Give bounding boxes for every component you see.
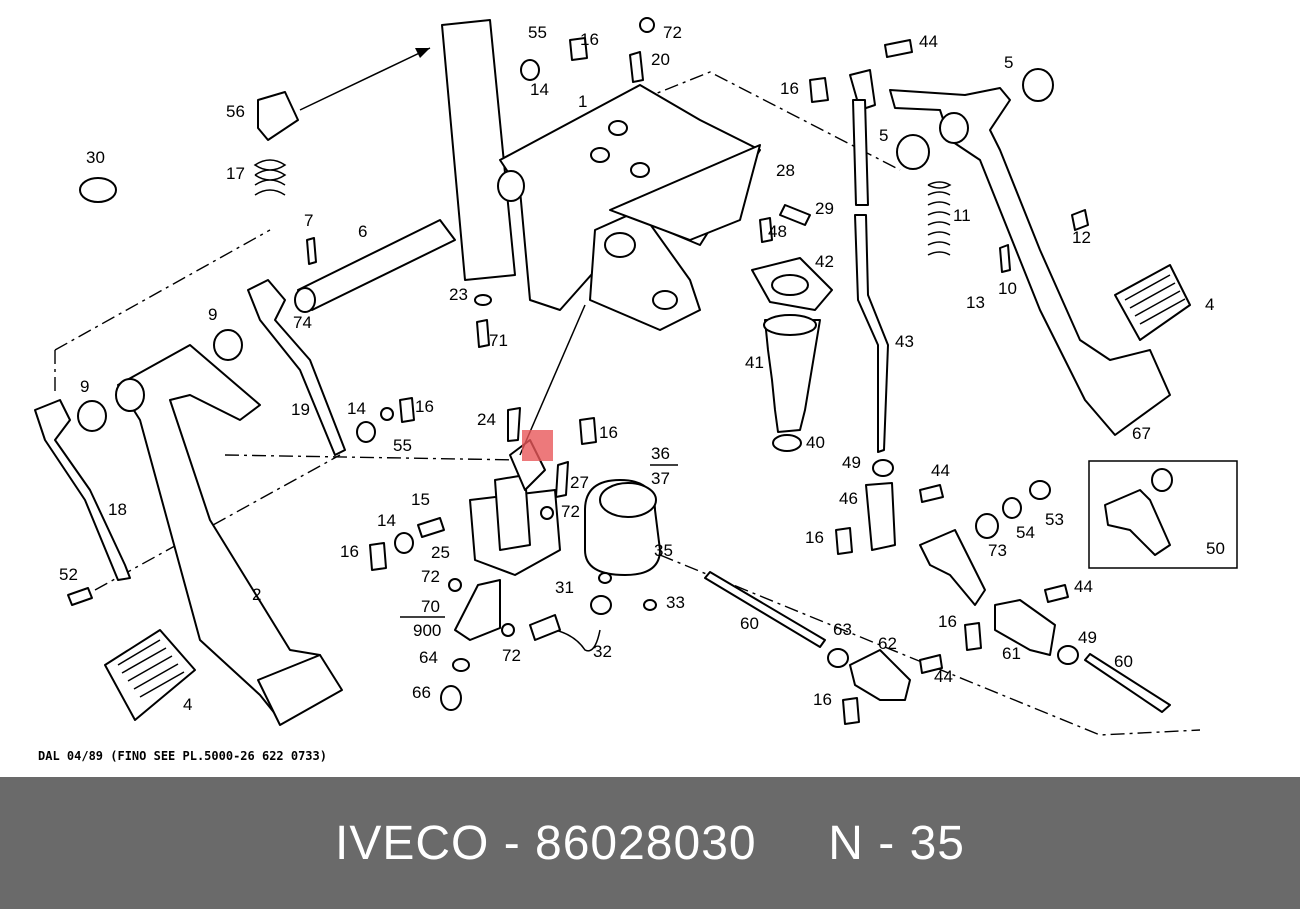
part-label: 74	[293, 313, 312, 332]
part-label: 13	[966, 293, 985, 312]
part-label: 5	[879, 126, 888, 145]
part-labels: 1 2 4 4 5 5 6 7 9 9 10 11 12 13 14 14 14…	[59, 23, 1225, 714]
part-label: 63	[833, 620, 852, 639]
part-label: 53	[1045, 510, 1064, 529]
part-label: 43	[895, 332, 914, 351]
part-label: 54	[1016, 523, 1035, 542]
part-label: 31	[555, 578, 574, 597]
part-label: 30	[86, 148, 105, 167]
footer-bar: IVECO - 86028030 N - 35	[0, 777, 1300, 909]
part-label: 55	[393, 436, 412, 455]
part-label: 44	[1074, 577, 1093, 596]
part-label: 16	[580, 30, 599, 49]
part-label: 50	[1206, 539, 1225, 558]
part-label: 900	[413, 621, 441, 640]
part-label: 11	[953, 206, 971, 225]
part-label: 16	[340, 542, 359, 561]
part-label: 9	[208, 305, 217, 324]
part-label: 1	[578, 92, 587, 111]
part-label: 19	[291, 400, 310, 419]
part-label: 15	[411, 490, 430, 509]
part-label: 73	[988, 541, 1007, 560]
part-label: 64	[419, 648, 438, 667]
part-label: 5	[1004, 53, 1013, 72]
part-label: 14	[347, 399, 366, 418]
part-label: 17	[226, 164, 245, 183]
part-label: 49	[1078, 628, 1097, 647]
part-reference: IVECO - 86028030 N - 35	[335, 816, 965, 870]
part-label: 32	[593, 642, 612, 661]
part-label: 56	[226, 102, 245, 121]
part-label: 37	[651, 469, 670, 488]
part-label: 2	[252, 585, 261, 604]
part-label: 35	[654, 541, 673, 560]
part-label: 66	[412, 683, 431, 702]
part-label: 16	[415, 397, 434, 416]
part-label: 7	[304, 211, 313, 230]
part-label: 46	[839, 489, 858, 508]
part-label: 24	[477, 410, 496, 429]
part-label: 44	[934, 667, 953, 686]
part-label: 25	[431, 543, 450, 562]
part-label: 72	[663, 23, 682, 42]
part-label: 41	[745, 353, 764, 372]
part-label: 6	[358, 222, 367, 241]
part-label: 20	[651, 50, 670, 69]
part-label: 52	[59, 565, 78, 584]
part-label: 28	[776, 161, 795, 180]
part-label: 14	[530, 80, 549, 99]
part-label: 4	[1205, 295, 1214, 314]
highlight-marker	[522, 430, 553, 461]
part-label: 23	[449, 285, 468, 304]
part-label: 60	[740, 614, 759, 633]
part-label: 9	[80, 377, 89, 396]
part-label: 18	[108, 500, 127, 519]
part-label: 71	[489, 331, 508, 350]
part-label: 10	[998, 279, 1017, 298]
part-label: 55	[528, 23, 547, 42]
part-label: 16	[805, 528, 824, 547]
part-label: 42	[815, 252, 834, 271]
parts-diagram: 1 2 4 4 5 5 6 7 9 9 10 11 12 13 14 14 14…	[34, 17, 1238, 763]
exploded-view-drawing: 1 2 4 4 5 5 6 7 9 9 10 11 12 13 14 14 14…	[34, 17, 1238, 763]
part-label: 72	[561, 502, 580, 521]
part-label: 12	[1072, 228, 1091, 247]
part-label: 14	[377, 511, 396, 530]
part-label: 29	[815, 199, 834, 218]
part-label: 72	[502, 646, 521, 665]
part-label: 48	[768, 222, 787, 241]
part-label: 72	[421, 567, 440, 586]
part-label: 16	[780, 79, 799, 98]
part-label: 4	[183, 695, 192, 714]
part-label: 60	[1114, 652, 1133, 671]
part-label: 27	[570, 473, 589, 492]
part-label: 16	[813, 690, 832, 709]
part-label: 16	[938, 612, 957, 631]
part-label: 61	[1002, 644, 1021, 663]
reference-note: DAL 04/89 (FINO SEE PL.5000-26 622 0733)	[38, 749, 327, 763]
part-label: 33	[666, 593, 685, 612]
part-label: 70	[421, 597, 440, 616]
part-label: 16	[599, 423, 618, 442]
part-label: 49	[842, 453, 861, 472]
part-label: 36	[651, 444, 670, 463]
part-label: 62	[878, 634, 897, 653]
part-label: 67	[1132, 424, 1151, 443]
part-label: 44	[931, 461, 950, 480]
part-label: 44	[919, 32, 938, 51]
part-label: 40	[806, 433, 825, 452]
